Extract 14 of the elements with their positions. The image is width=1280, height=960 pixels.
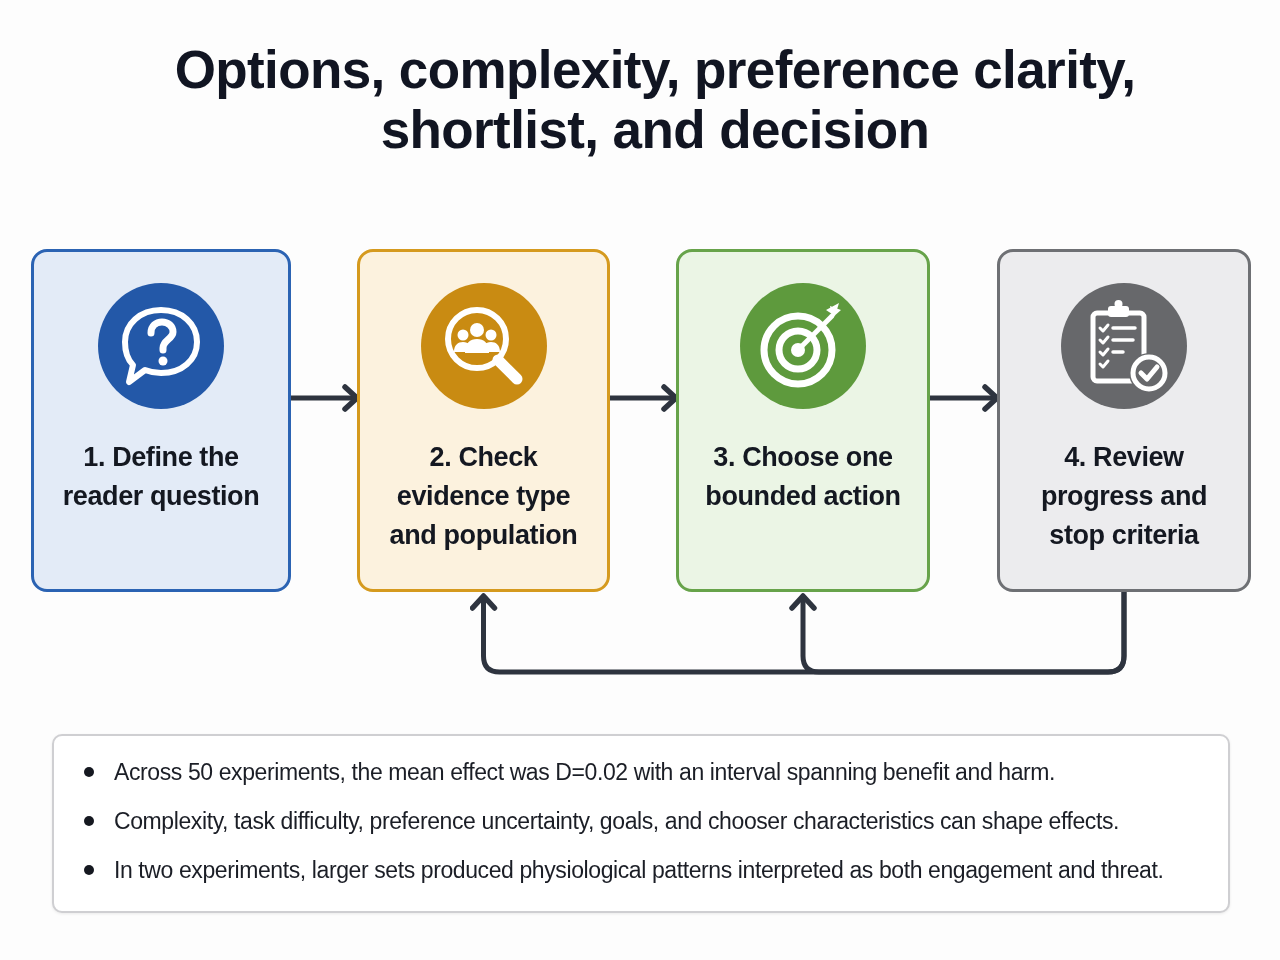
step-label: 1. Define the reader question <box>61 441 261 513</box>
title: Options, complexity, preference clarity, shortlist, and decision <box>173 40 1137 160</box>
step-card <box>997 249 1251 592</box>
step-label: 4. Review progress and stop criteria <box>1039 441 1209 552</box>
step-card <box>676 249 930 592</box>
step-label: 2. Check evidence type and population <box>388 441 579 552</box>
arrow <box>789 592 1127 675</box>
notes-panel <box>52 734 1230 913</box>
bullet-text: Across 50 experiments, the mean effect was D=0.02 with an interval spanning benefit and harm. <box>114 758 1056 787</box>
step-card <box>357 249 610 592</box>
step-label: 3. Choose one bounded action <box>704 441 902 513</box>
step-card <box>31 249 291 592</box>
bullet-text: In two experiments, larger sets produced physiological patterns interpreted as both engagement and threat. <box>114 856 1164 885</box>
bullet-text: Complexity, task difficulty, preference uncertainty, goals, and chooser characteristics can shape effects. <box>114 807 1120 836</box>
